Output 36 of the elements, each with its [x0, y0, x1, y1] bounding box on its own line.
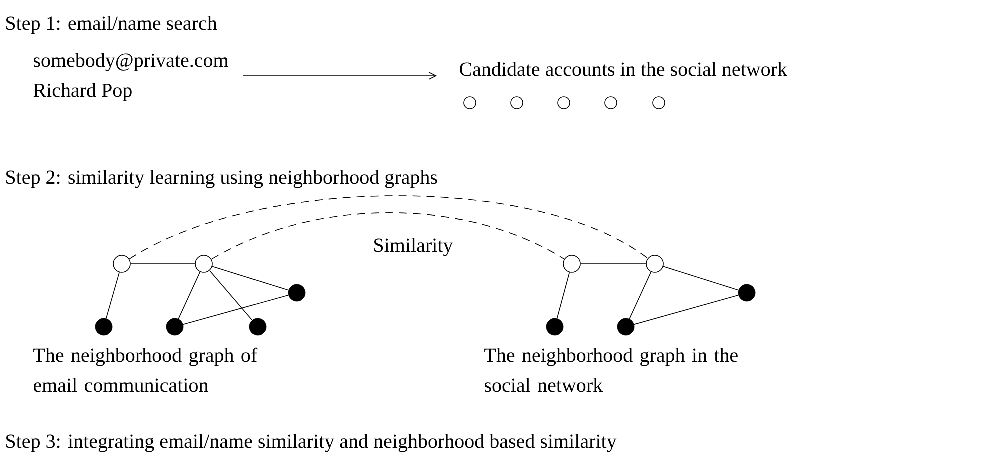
- open-node: [563, 255, 581, 273]
- account-circle: [464, 96, 476, 110]
- graph-edge: [663, 266, 740, 291]
- account-circle: [510, 96, 524, 110]
- graph-edge: [634, 294, 740, 326]
- open-node: [195, 255, 213, 273]
- graph-edge: [178, 272, 201, 320]
- graph-edge: [629, 272, 652, 320]
- similarity-link: [129, 196, 648, 260]
- email-and-name-text: somebody@private.com Richard Pop: [34, 53, 228, 102]
- filled-node: [166, 318, 184, 336]
- filled-node: [95, 318, 113, 336]
- account-circle: [604, 96, 618, 110]
- account-circle: [558, 96, 570, 110]
- filled-node: [546, 318, 564, 336]
- graph-edge: [106, 272, 120, 320]
- graph-caption: The neighborhood graph in the social network: [484, 348, 738, 392]
- arrow: [242, 72, 437, 80]
- graph-edge: [209, 270, 253, 321]
- step-heading: Step 1: email/name search: [6, 16, 218, 34]
- open-node: [646, 255, 664, 273]
- graph-edge: [182, 294, 290, 326]
- filled-node: [288, 284, 306, 302]
- node-text: Candidate accounts in the social network: [460, 62, 788, 76]
- graph-caption: The neighborhood graph of email communication: [34, 348, 258, 392]
- filled-node: [738, 284, 756, 302]
- graph-edge: [556, 272, 570, 319]
- similarity-link: [211, 212, 565, 260]
- account-circle: [652, 96, 666, 110]
- step-heading: Step 3: integrating email/name similarity and neighborhood based similarity: [6, 434, 617, 452]
- graph-edge: [212, 266, 290, 291]
- filled-node: [249, 318, 267, 336]
- similarity-label: Similarity: [374, 238, 454, 256]
- open-node: [113, 255, 131, 273]
- filled-node: [617, 318, 635, 336]
- step-heading: Step 2: similarity learning using neighborhood graphs: [6, 170, 438, 188]
